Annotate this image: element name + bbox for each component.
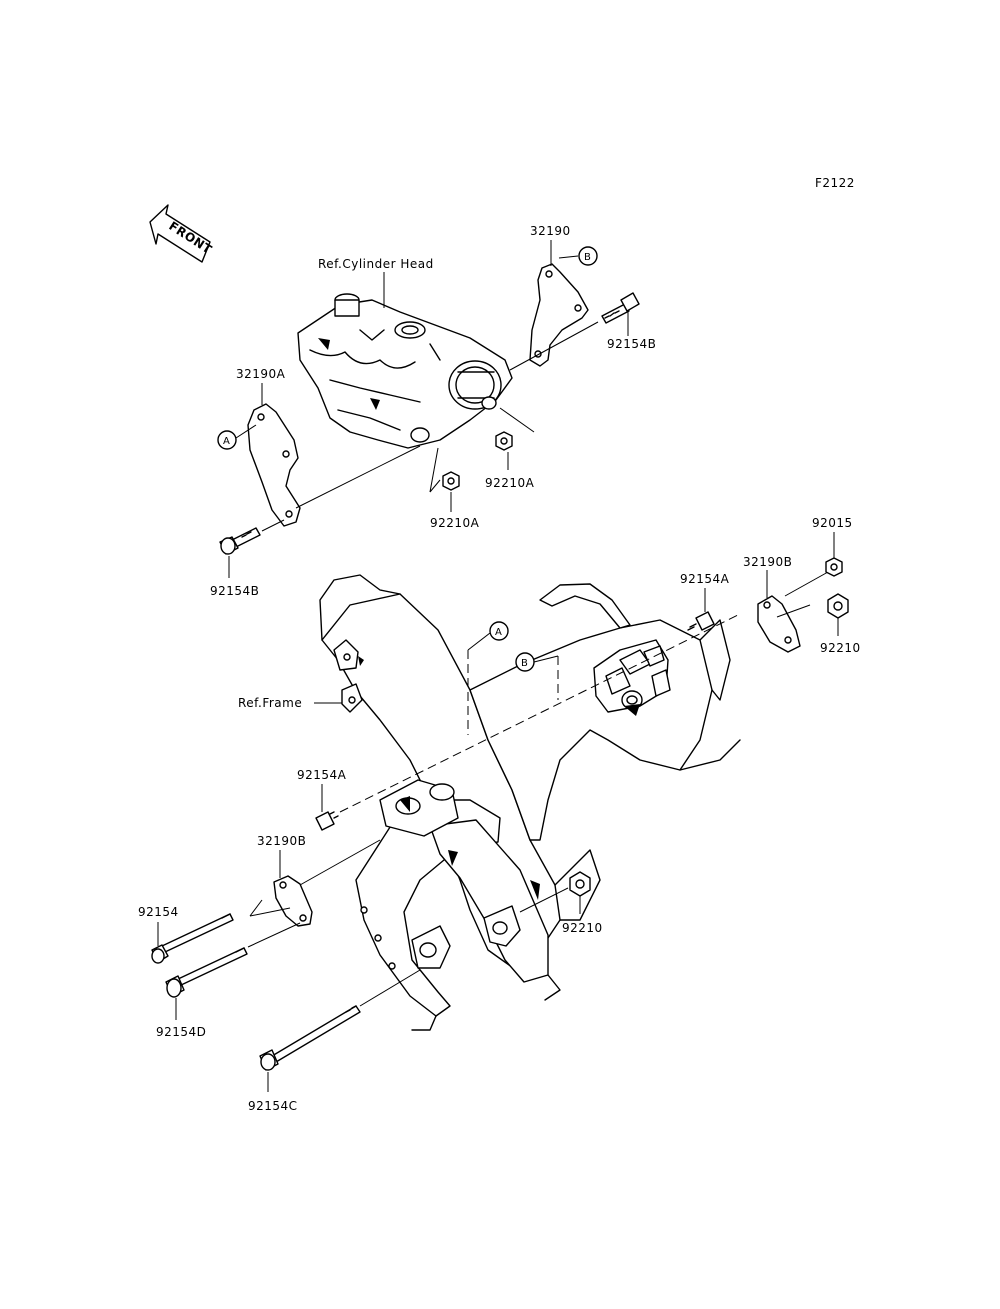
part-92154d-label: 92154D (156, 1025, 206, 1039)
figure-code: F2122 (815, 176, 855, 190)
callout-a-frame: A (489, 621, 509, 641)
cylinder-head (297, 293, 513, 449)
part-92154a-right-label: 92154A (680, 572, 730, 586)
part-92210a-upper-label: 92210A (485, 476, 535, 490)
part-92015-label: 92015 (812, 516, 853, 530)
svg-text:A: A (223, 436, 230, 447)
bolt-92154d (165, 947, 248, 998)
nut-92015 (825, 557, 843, 577)
part-92210-center-label: 92210 (562, 921, 603, 935)
part-32190b-right-label: 32190B (743, 555, 792, 569)
part-92154a-left-label: 92154A (297, 768, 347, 782)
part-92154-label: 92154 (138, 905, 179, 919)
ref-frame-label: Ref.Frame (238, 696, 302, 710)
part-92210a-lower-label: 92210A (430, 516, 480, 530)
bolt-92154a-right (687, 611, 715, 631)
bolt-92154a-left (315, 811, 339, 831)
bolt-92154 (151, 913, 234, 964)
ref-cylinder-head-label: Ref.Cylinder Head (318, 257, 434, 271)
part-32190a-label: 32190A (236, 367, 286, 381)
callout-b-top: B (578, 246, 598, 266)
svg-text:B: B (584, 252, 591, 263)
callout-a-top: A (217, 430, 237, 450)
nut-92210a-lower (442, 471, 460, 491)
bracket-32190b-left (273, 875, 313, 927)
bolt-92154c (259, 1005, 361, 1071)
part-92154c-label: 92154C (248, 1099, 298, 1113)
part-92154b-top-label: 92154B (607, 337, 656, 351)
part-32190b-left-label: 32190B (257, 834, 306, 848)
callout-b-frame: B (515, 652, 535, 672)
nut-92210-right (827, 593, 849, 619)
part-92154b-left-label: 92154B (210, 584, 259, 598)
nut-92210a-upper (495, 431, 513, 451)
part-92210-right-label: 92210 (820, 641, 861, 655)
bracket-32190 (529, 263, 589, 367)
front-arrow-icon: FRONT (149, 204, 215, 263)
bracket-32190a (247, 403, 301, 527)
bracket-32190b-right (757, 595, 801, 653)
bolt-92154b-top (601, 292, 640, 324)
part-32190-label: 32190 (530, 224, 571, 238)
svg-text:A: A (495, 627, 502, 638)
frame (319, 574, 741, 1031)
nut-92210-center (569, 871, 591, 897)
svg-text:B: B (521, 658, 528, 669)
bolt-92154b-left (219, 527, 261, 555)
